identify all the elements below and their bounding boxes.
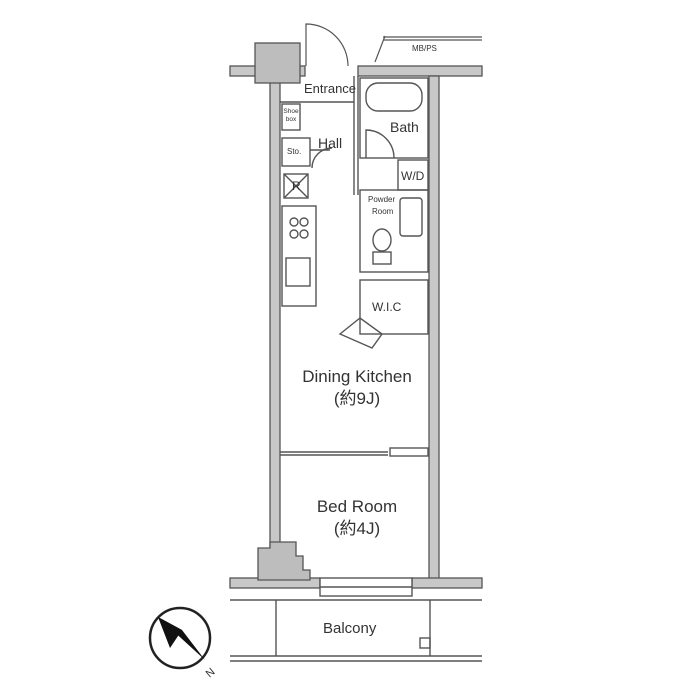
label-dining-kitchen-size: (約9J)	[333, 389, 381, 408]
label-bed-room: Bed Room	[316, 497, 398, 516]
label-washer: W/D	[401, 169, 425, 183]
label-powder-line2: Room	[372, 207, 394, 216]
label-storage: Sto.	[287, 147, 302, 156]
column-bottom	[257, 541, 311, 581]
label-bath: Bath	[390, 119, 419, 135]
label-hall: Hall	[318, 135, 343, 151]
label-bed-room-size: (約4J)	[333, 519, 381, 538]
label-mb-ps: MB/PS	[412, 44, 437, 53]
label-entrance: Entrance	[304, 81, 357, 96]
label-shoe-box: Shoe box	[283, 108, 299, 123]
label-powder-line1: Powder	[368, 195, 396, 204]
label-dining-kitchen: Dining Kitchen	[302, 367, 412, 386]
mb-ps-area	[374, 35, 482, 63]
interior-walls	[230, 76, 482, 662]
column-top	[254, 42, 301, 84]
label-wic: W.I.C	[372, 300, 402, 314]
label-balcony: Balcony	[323, 620, 377, 637]
north-compass-icon	[148, 606, 212, 670]
label-refrigerator: R	[292, 179, 301, 193]
entrance-door	[305, 23, 349, 67]
